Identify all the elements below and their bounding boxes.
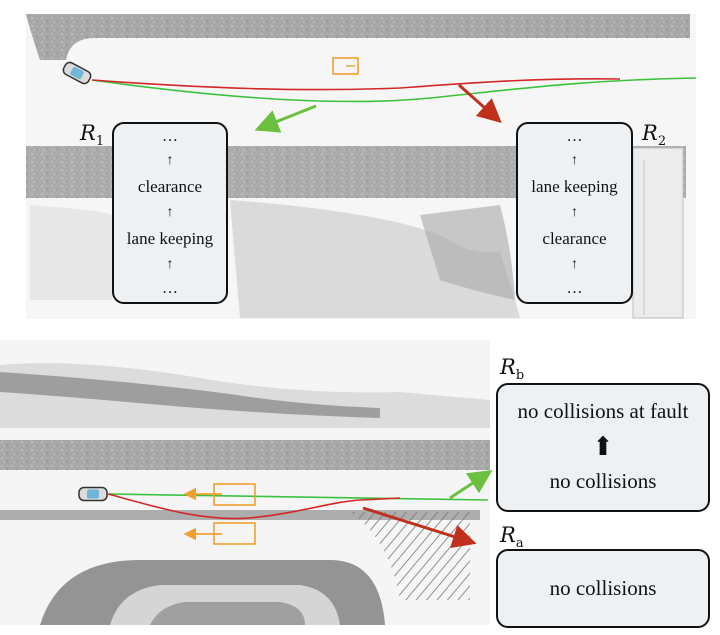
top-green-path bbox=[91, 77, 697, 103]
r1-label-main: R bbox=[80, 121, 96, 145]
r1-item: clearance bbox=[137, 176, 203, 196]
r2-item: lane keeping bbox=[531, 176, 618, 196]
top-green-arrow bbox=[254, 104, 317, 133]
ra-label-main: R bbox=[500, 523, 516, 547]
ruleset-r2-label: R2 bbox=[642, 121, 667, 150]
top-trajectories bbox=[91, 77, 697, 103]
r2-item: ↑ bbox=[571, 256, 578, 272]
r2-label-main: R bbox=[642, 121, 658, 145]
bottom-red-arrow bbox=[362, 506, 477, 548]
rb-lower-rule: no collisions bbox=[549, 469, 657, 493]
r2-item: ↑ bbox=[571, 204, 578, 220]
r1-item: lane keeping bbox=[126, 228, 214, 248]
bottom-green-path bbox=[107, 493, 489, 501]
ruleset-r1-box: … ↑ clearance ↑ lane keeping ↑ … bbox=[112, 122, 228, 304]
rb-priority-arrow: ⬆ bbox=[592, 431, 614, 461]
r1-item: ↑ bbox=[166, 256, 174, 272]
bottom-map bbox=[0, 340, 490, 625]
bottom-green-arrow bbox=[449, 470, 493, 500]
top-obstacle-icon bbox=[332, 57, 359, 75]
rb-label-sub: b bbox=[515, 368, 525, 384]
ra-rule: no collisions bbox=[549, 576, 657, 600]
r1-item: ↑ bbox=[166, 153, 174, 169]
rb-upper-rule: no collisions at fault bbox=[517, 399, 689, 423]
bottom-car-icon bbox=[78, 486, 108, 502]
r2-label-sub: 2 bbox=[657, 134, 667, 150]
ruleset-ra-box: no collisions bbox=[496, 549, 710, 628]
r1-label-sub: 1 bbox=[95, 134, 105, 150]
ruleset-r1-label: R1 bbox=[80, 121, 105, 150]
ra-label-sub: a bbox=[515, 536, 524, 552]
bottom-red-path bbox=[107, 493, 401, 520]
r2-item: … bbox=[566, 127, 583, 145]
bottom-trajectories bbox=[107, 493, 489, 520]
top-car-icon bbox=[62, 61, 92, 85]
ruleset-rb-label: Rb bbox=[500, 355, 525, 384]
ruleset-r2-box: … ↑ lane keeping ↑ clearance ↑ … bbox=[516, 122, 633, 304]
r2-item: ↑ bbox=[571, 153, 578, 169]
r2-item: clearance bbox=[542, 228, 607, 248]
r2-item: … bbox=[566, 280, 583, 298]
top-red-arrow bbox=[458, 83, 502, 123]
ruleset-ra-label: Ra bbox=[500, 523, 524, 552]
bottom-obstacle-icon-lower bbox=[183, 522, 256, 545]
r1-item: … bbox=[162, 280, 178, 298]
r1-item: ↑ bbox=[166, 204, 174, 220]
rb-label-main: R bbox=[500, 355, 516, 379]
ruleset-rb-box: no collisions at fault ⬆ no collisions bbox=[496, 383, 710, 512]
r1-item: … bbox=[162, 127, 178, 145]
top-red-path bbox=[91, 78, 621, 91]
bottom-obstacle-icon-upper bbox=[183, 483, 256, 506]
